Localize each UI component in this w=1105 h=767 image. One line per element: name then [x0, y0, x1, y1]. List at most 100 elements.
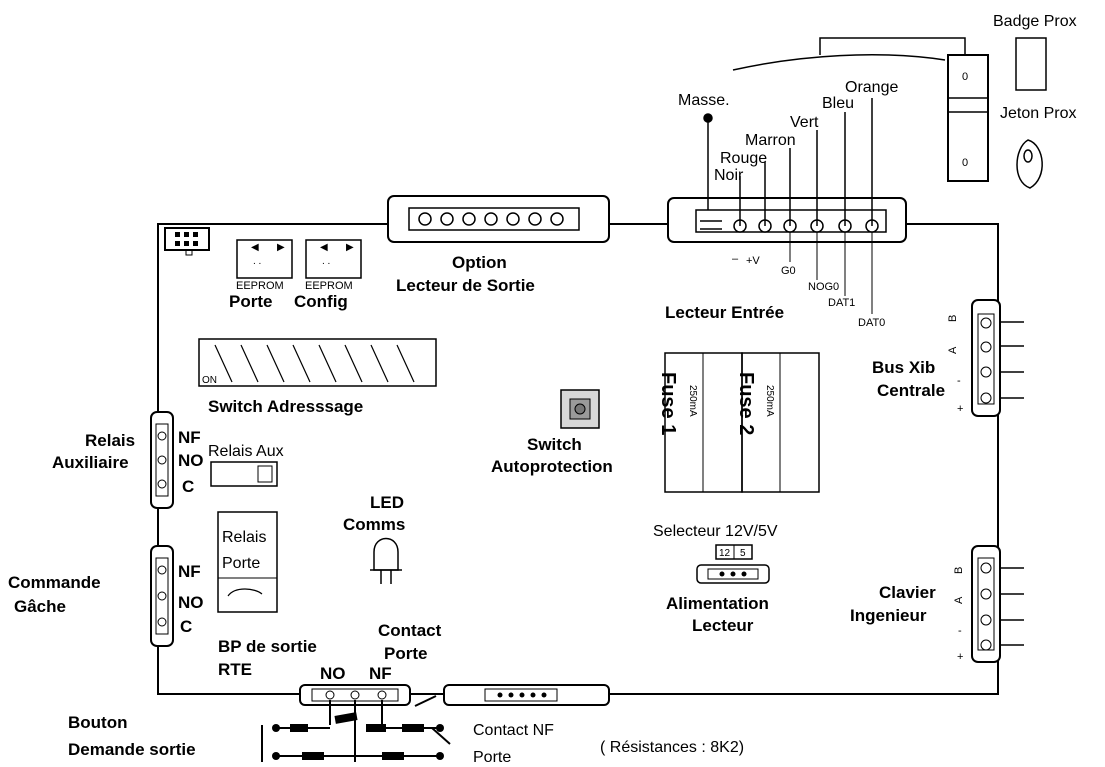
selector-label: Selecteur 12V/5V	[653, 523, 778, 540]
pin-dat0: DAT0	[858, 317, 885, 329]
bus-a-label: A	[947, 346, 959, 354]
svg-text:◀: ◀	[251, 242, 259, 253]
exit-reader-title-2: Lecteur de Sortie	[396, 276, 535, 295]
bus-minus-label: -	[957, 375, 961, 387]
wire-marron: Marron	[745, 132, 796, 149]
strike-title-1: Commande	[8, 573, 101, 592]
led-label-1: LED	[370, 493, 404, 512]
door-contact-label-1: Contact	[378, 621, 442, 640]
tamper-switch[interactable]	[560, 389, 600, 429]
wire-orange: Orange	[845, 79, 898, 96]
fuse-2-label: Fuse 2	[735, 372, 757, 435]
aux-relay-title-2: Auxiliaire	[52, 453, 129, 472]
svg-text:. .: . .	[322, 256, 330, 267]
strike-nf-label: NF	[178, 562, 201, 581]
door-relay-label-1: Relais	[222, 529, 266, 546]
bus-b-label: B	[947, 315, 959, 322]
aux-relay-component	[210, 461, 278, 487]
keypad-plus-label: +	[957, 651, 963, 663]
strike-c-label: C	[180, 617, 192, 636]
bottom-bus-connector	[443, 684, 610, 706]
bus-xib-terminal	[971, 299, 1024, 417]
keypad-a-label: A	[953, 596, 965, 604]
door-contact-label-2: Porte	[384, 644, 427, 663]
aux-no-label: NO	[178, 451, 204, 470]
pin-leads	[789, 232, 873, 314]
led-icon	[370, 537, 402, 584]
wire-noir: Noir	[714, 167, 744, 184]
reader-wires	[703, 37, 966, 226]
pin-g0: G0	[781, 265, 796, 277]
request-exit-label-1: Bouton	[68, 713, 127, 732]
led-label-2: Comms	[343, 515, 405, 534]
wire-vert: Vert	[790, 114, 819, 131]
strike-terminal	[150, 545, 174, 647]
contact-nf-label-2: Porte	[473, 749, 511, 766]
bus-plus-label: +	[957, 403, 963, 415]
bus-title-1: Bus Xib	[872, 358, 935, 377]
pin-minus: –	[732, 253, 739, 265]
svg-text:. .: . .	[253, 256, 261, 267]
aux-relay-terminal	[150, 411, 174, 509]
aux-nf-label: NF	[178, 428, 201, 447]
jeton-prox-label: Jeton Prox	[1000, 105, 1076, 122]
dip-on-label: ON	[202, 375, 217, 386]
tamper-switch-label-2: Autoprotection	[491, 457, 613, 476]
reader-power-label-1: Alimentation	[666, 594, 769, 613]
eeprom-porte-chip: ◀▶ . . EEPROM	[236, 239, 293, 292]
address-dip-switch: ON	[198, 338, 437, 387]
programming-connector	[164, 227, 210, 256]
fuse-2: Fuse 2 250mA	[735, 352, 820, 493]
jeton-prox-icon	[1016, 139, 1043, 189]
resistor-marks	[272, 712, 444, 760]
svg-text:▶: ▶	[346, 242, 354, 253]
address-switch-label: Switch Adresssage	[208, 397, 363, 416]
svg-text:0: 0	[962, 71, 968, 83]
aux-relay-component-label: Relais Aux	[208, 443, 284, 460]
keypad-title-1: Clavier	[879, 583, 936, 602]
exit-button-label-1: BP de sortie	[218, 637, 317, 656]
exit-reader-title-1: Option	[452, 253, 507, 272]
eeprom-config-label: Config	[294, 292, 348, 311]
wire-masse: Masse.	[678, 92, 730, 109]
door-relay-label-2: Porte	[222, 555, 260, 572]
pin-no-g0: NOG0	[808, 281, 839, 293]
keypad-b-label: B	[953, 567, 965, 574]
keypad-terminal	[971, 545, 1024, 663]
badge-prox-label: Badge Prox	[993, 13, 1077, 30]
wire-rouge: Rouge	[720, 150, 767, 167]
wire-bleu: Bleu	[822, 95, 854, 112]
eeprom-config-chip-label: EEPROM	[305, 280, 353, 292]
fuse-1-label: Fuse 1	[657, 372, 679, 435]
aux-c-label: C	[182, 477, 194, 496]
exit-button-label-2: RTE	[218, 660, 252, 679]
svg-text:0: 0	[962, 157, 968, 169]
pin-dat1: DAT1	[828, 297, 855, 309]
reader-power-connector	[696, 564, 770, 584]
exit-reader-terminal	[387, 195, 610, 243]
selector-5-label: 5	[740, 548, 746, 559]
reader-power-label-2: Lecteur	[692, 616, 754, 635]
selector-12-label: 12	[719, 548, 731, 559]
contact-nf-label-1: Contact NF	[473, 722, 554, 739]
aux-relay-title-1: Relais	[85, 431, 135, 450]
keypad-title-2: Ingenieur	[850, 606, 927, 625]
keypad-minus-label: -	[958, 625, 962, 637]
svg-text:◀: ◀	[320, 242, 328, 253]
fuse-2-rating: 250mA	[764, 385, 775, 417]
bottom-nf-label: NF	[369, 664, 392, 683]
request-exit-label-2: Demande sortie	[68, 740, 196, 759]
voltage-selector-jumper[interactable]: 12 5	[715, 544, 753, 560]
door-relay	[217, 511, 278, 613]
pin-plus-v: +V	[746, 255, 760, 267]
reader-device-icon: 0 0	[947, 54, 989, 182]
eeprom-porte-chip-label: EEPROM	[236, 280, 284, 292]
tamper-switch-label-1: Switch	[527, 435, 582, 454]
fuse-1: Fuse 1 250mA	[657, 352, 743, 493]
entry-reader-terminal	[667, 197, 907, 243]
strike-no-label: NO	[178, 593, 204, 612]
strike-title-2: Gâche	[14, 597, 66, 616]
resistances-note: ( Résistances : 8K2)	[600, 739, 744, 756]
bus-title-2: Centrale	[877, 381, 945, 400]
